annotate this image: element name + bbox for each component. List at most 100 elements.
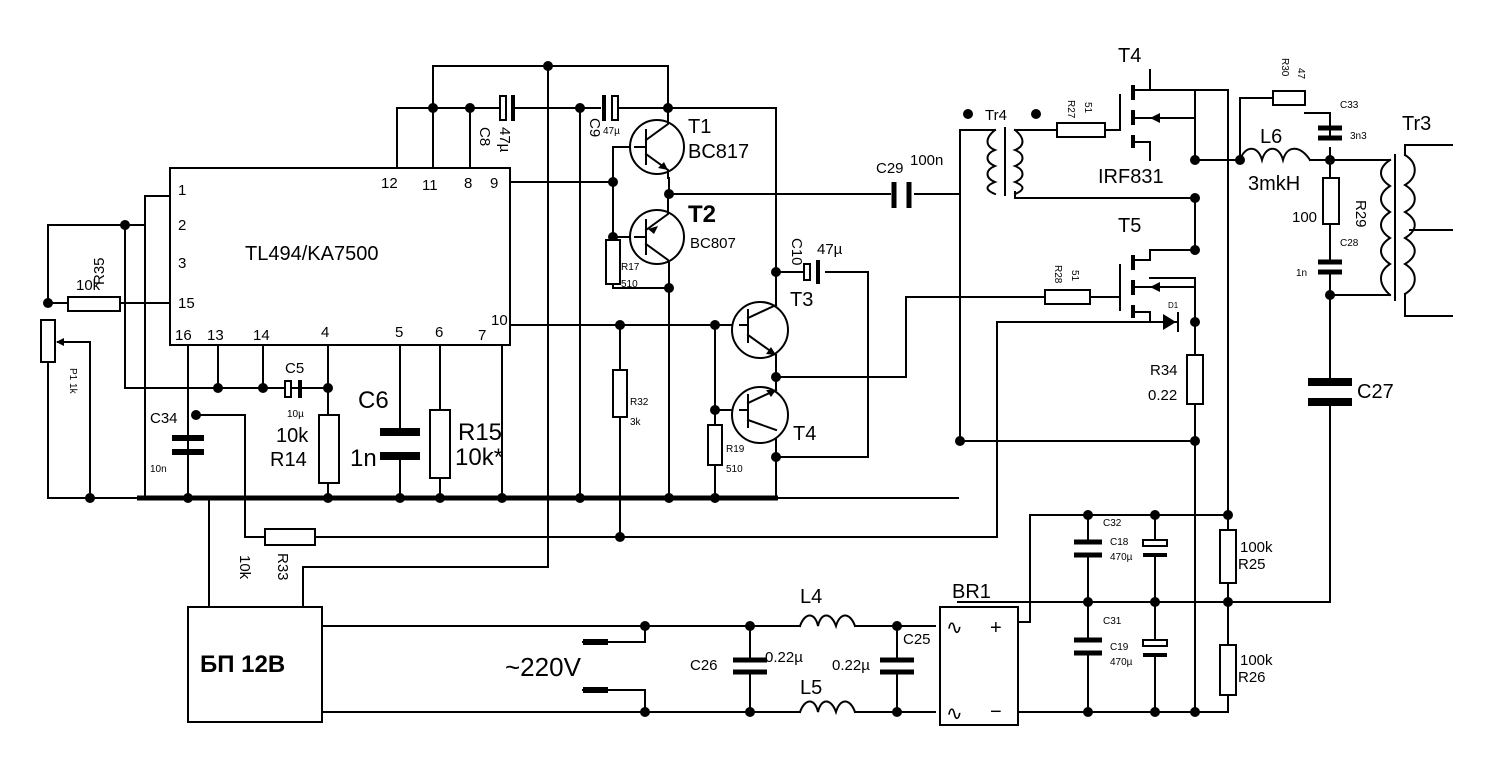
potentiometer-p1: P1 1k <box>40 319 78 395</box>
capacitor-c5: C5 10µ <box>284 360 304 420</box>
c33-value: 3n3 <box>1350 131 1367 142</box>
ic-pin-label: 10 <box>491 312 508 329</box>
inductor-l4: L4 <box>798 586 857 630</box>
ic-tl494: TL494/KA7500 1 2 3 15 16 13 14 4 5 6 7 1… <box>169 167 511 346</box>
t5-label: T5 <box>1118 215 1141 237</box>
r34-value: 0.22 <box>1148 387 1177 404</box>
diode-d1: D1 <box>1163 301 1179 332</box>
resistor-r32: R32 3k <box>612 369 649 428</box>
c29-label: C29 <box>876 160 904 177</box>
mains-input: ~220V <box>505 639 608 693</box>
l4-label: L4 <box>800 586 822 608</box>
resistor-r33: 10k R33 <box>236 528 316 581</box>
c6-label: C6 <box>358 387 389 414</box>
r29-label: R29 <box>1352 200 1369 228</box>
r30-value: 47 <box>1295 68 1306 80</box>
r27-value: 51 <box>1082 102 1093 114</box>
t2-label: T2 <box>688 201 716 228</box>
capacitor-c25: C25 0.22µ <box>832 631 931 675</box>
resistor-r29: 100 R29 <box>1292 177 1369 228</box>
r17-value: 510 <box>621 279 638 290</box>
inductor-l5: L5 <box>798 677 857 716</box>
resistor-r26: 100k R26 <box>1219 644 1273 696</box>
r28-label: R28 <box>1052 265 1063 284</box>
c29-value: 100n <box>910 152 943 169</box>
r15-label: R15 <box>458 419 502 446</box>
t4-upper-label: T4 <box>1118 45 1141 67</box>
ic-pin-label: 12 <box>381 175 398 192</box>
ic-pin-label: 6 <box>435 324 443 341</box>
resistor-r30: R30 47 <box>1272 58 1306 106</box>
ic-name: TL494/KA7500 <box>245 243 378 265</box>
capacitor-c18: C18 470µ <box>1110 537 1168 563</box>
c19-value: 470µ <box>1110 657 1133 668</box>
resistor-r17: R17 510 <box>605 239 640 290</box>
c18-value: 470µ <box>1110 552 1133 563</box>
c8-label: C8 <box>476 127 493 146</box>
t2-model: BC807 <box>690 235 736 252</box>
br1-label: BR1 <box>952 581 991 603</box>
c34-value: 10n <box>150 464 167 475</box>
r32-value: 3k <box>630 417 642 428</box>
l6-value: 3mkH <box>1248 173 1300 195</box>
l6-label: L6 <box>1260 126 1282 148</box>
c28-value: 1n <box>1296 268 1307 279</box>
ic-pin-label: 15 <box>178 295 195 312</box>
ic-pin-label: 13 <box>207 327 224 344</box>
mains-label: ~220V <box>505 652 582 682</box>
capacitor-c6: C6 1n <box>350 387 420 472</box>
tr4-label: Tr4 <box>985 107 1007 124</box>
c25-label: C25 <box>903 631 931 648</box>
ic-pin-label: 1 <box>178 182 186 199</box>
r32-label: R32 <box>630 397 649 408</box>
ic-pin-label: 7 <box>478 327 486 344</box>
r17-label: R17 <box>621 262 640 273</box>
c19-label: C19 <box>1110 642 1129 653</box>
ic-pin-label: 2 <box>178 217 186 234</box>
mosfet-model: IRF831 <box>1098 166 1164 188</box>
r30-label: R30 <box>1279 58 1290 77</box>
mosfet-t4-upper: T4 IRF831 <box>1098 45 1196 188</box>
c25-value: 0.22µ <box>832 657 870 674</box>
c9-value: 47µ <box>603 126 620 137</box>
r19-label: R19 <box>726 444 745 455</box>
resistor-r19: R19 510 <box>707 424 745 475</box>
c18-label: C18 <box>1110 537 1129 548</box>
ic-pin-label: 3 <box>178 255 186 272</box>
tr3-label: Tr3 <box>1402 113 1431 135</box>
t4-left-label: T4 <box>793 423 816 445</box>
r26-value: 100k <box>1240 652 1273 669</box>
capacitor-c33: C33 3n3 <box>1318 100 1367 142</box>
c5-label: C5 <box>285 360 304 377</box>
r33-label: R33 <box>274 553 291 581</box>
junction-dots <box>43 61 1335 717</box>
transformer-tr3: Tr3 <box>1380 113 1453 317</box>
resistor-r35: 10k R35 <box>67 257 121 312</box>
resistor-r34: R34 0.22 <box>1148 354 1204 405</box>
c6-value: 1n <box>350 445 377 472</box>
c28-label: C28 <box>1340 238 1359 249</box>
br1-minus: − <box>990 701 1002 723</box>
capacitor-c31: C31 <box>1074 616 1122 656</box>
ic-pin-label: 5 <box>395 324 403 341</box>
capacitor-c29: C29 100n <box>876 152 943 208</box>
ic-pin-label: 9 <box>490 175 498 192</box>
r19-value: 510 <box>726 464 743 475</box>
transistor-t2: T2 BC807 <box>629 193 736 265</box>
c10-value: 47µ <box>817 241 843 258</box>
capacitor-c27: C27 <box>1308 378 1394 406</box>
r34-label: R34 <box>1150 362 1178 379</box>
resistor-r28: R28 51 <box>1044 265 1091 305</box>
capacitor-c26: C26 0.22µ <box>690 649 803 675</box>
ic-pin-label: 11 <box>422 177 438 194</box>
c32-label: C32 <box>1103 518 1122 529</box>
resistor-r27: R27 51 <box>1056 100 1106 138</box>
c9-label: C9 <box>586 118 603 137</box>
c10-label: C10 <box>788 238 805 266</box>
mosfet-t5: T5 <box>1118 215 1196 323</box>
r25-value: 100k <box>1240 539 1273 556</box>
capacitor-c8: C8 47µ <box>476 95 515 153</box>
resistor-r25: 100k R25 <box>1219 529 1273 584</box>
c27-label: C27 <box>1357 381 1394 403</box>
c26-label: C26 <box>690 657 718 674</box>
